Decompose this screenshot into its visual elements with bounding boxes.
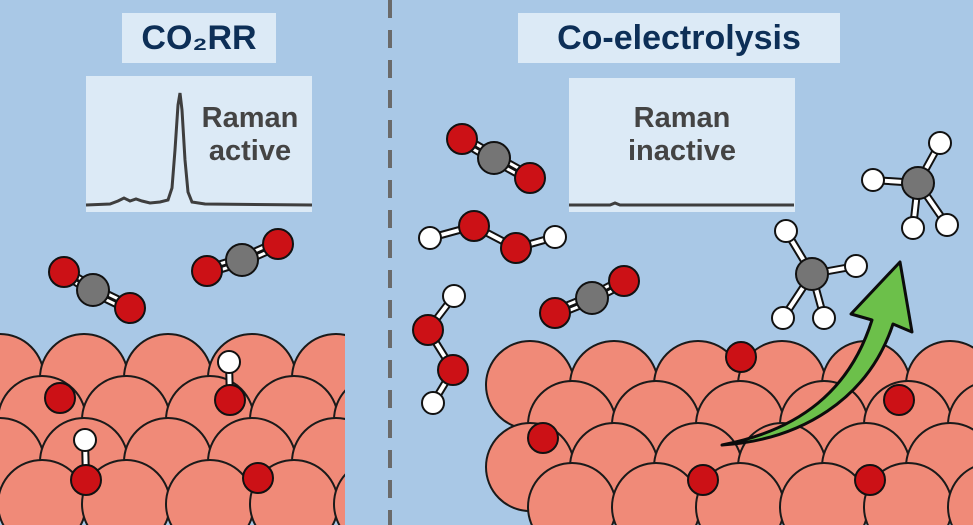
oxygen-atom [687,464,719,496]
left-spectrum-label: Raman active [190,102,310,168]
oxygen-atom [242,462,274,494]
oxygen-atom [883,384,915,416]
carbon-atom [901,166,935,200]
hydrogen-atom [543,225,567,249]
hydrogen-atom [771,306,795,330]
h2o2-molecule [412,284,469,415]
oxygen-atom [70,464,102,496]
oxygen-atom [458,210,490,242]
right-spectrum-label-line1: Raman [633,102,731,134]
oxygen-atom [854,464,886,496]
copper-atom [947,466,973,525]
hydrogen-atom [421,391,445,415]
right-copper-surface [485,340,973,525]
oxygen-atom [514,162,546,194]
adsorbed-oxygen [687,464,719,496]
left-title: CO₂RR [122,13,276,63]
adsorbed-oxygen [854,464,886,496]
methane-molecule [861,131,959,240]
methane-molecule [771,219,868,330]
right-title: Co-electrolysis [518,13,840,63]
left-spectrum-label-line1: Raman [201,102,299,134]
left-raman-spectrum [85,92,313,207]
hydrogen-atom [861,168,885,192]
oxygen-atom [725,341,757,373]
hydrogen-atom [935,213,959,237]
co2-molecule [539,265,640,329]
hydrogen-atom [418,226,442,250]
oxygen-atom [437,354,469,386]
left-title-text: CO₂RR [141,19,257,57]
hydrogen-atom [928,131,952,155]
copper-atom [333,473,345,525]
co2-molecule [446,123,546,194]
carbon-atom [225,243,259,277]
hydrogen-atom [812,306,836,330]
oxygen-atom [214,384,246,416]
adsorbed-hydroxyl [70,428,102,496]
oxygen-atom [412,314,444,346]
left-spectrum-label-line2: active [208,135,292,167]
co2-molecule [48,256,146,324]
oxygen-atom [191,255,223,287]
carbon-atom [575,281,609,315]
oxygen-atom [527,422,559,454]
adsorbed-oxygen [527,422,559,454]
right-spectrum-label-line2: inactive [628,135,736,167]
co2-molecule [191,228,294,287]
oxygen-atom [48,256,80,288]
oxygen-atom [500,232,532,264]
hydrogen-atom [73,428,97,452]
oxygen-atom [608,265,640,297]
adsorbed-oxygen [725,341,757,373]
right-raman-spectrum [569,201,794,207]
adsorbed-hydroxyl [214,350,246,416]
oxygen-atom [262,228,294,260]
adsorbed-oxygen [242,462,274,494]
adsorbed-oxygen [44,382,76,414]
right-title-text: Co-electrolysis [557,19,801,57]
oxygen-atom [114,292,146,324]
oxygen-atom [44,382,76,414]
hydrogen-atom [442,284,466,308]
carbon-atom [477,141,511,175]
hydrogen-atom [901,216,925,240]
reaction-arrow [720,260,914,447]
carbon-atom [795,257,829,291]
oxygen-atom [446,123,478,155]
right-spectrum-label: Raman inactive [569,102,795,168]
left-copper-surface [0,333,345,525]
carbon-atom [76,273,110,307]
hydrogen-atom [774,219,798,243]
oxygen-atom [539,297,571,329]
h2o2-molecule [418,210,567,264]
hydrogen-atom [217,350,241,374]
hydrogen-atom [844,254,868,278]
adsorbed-oxygen [883,384,915,416]
